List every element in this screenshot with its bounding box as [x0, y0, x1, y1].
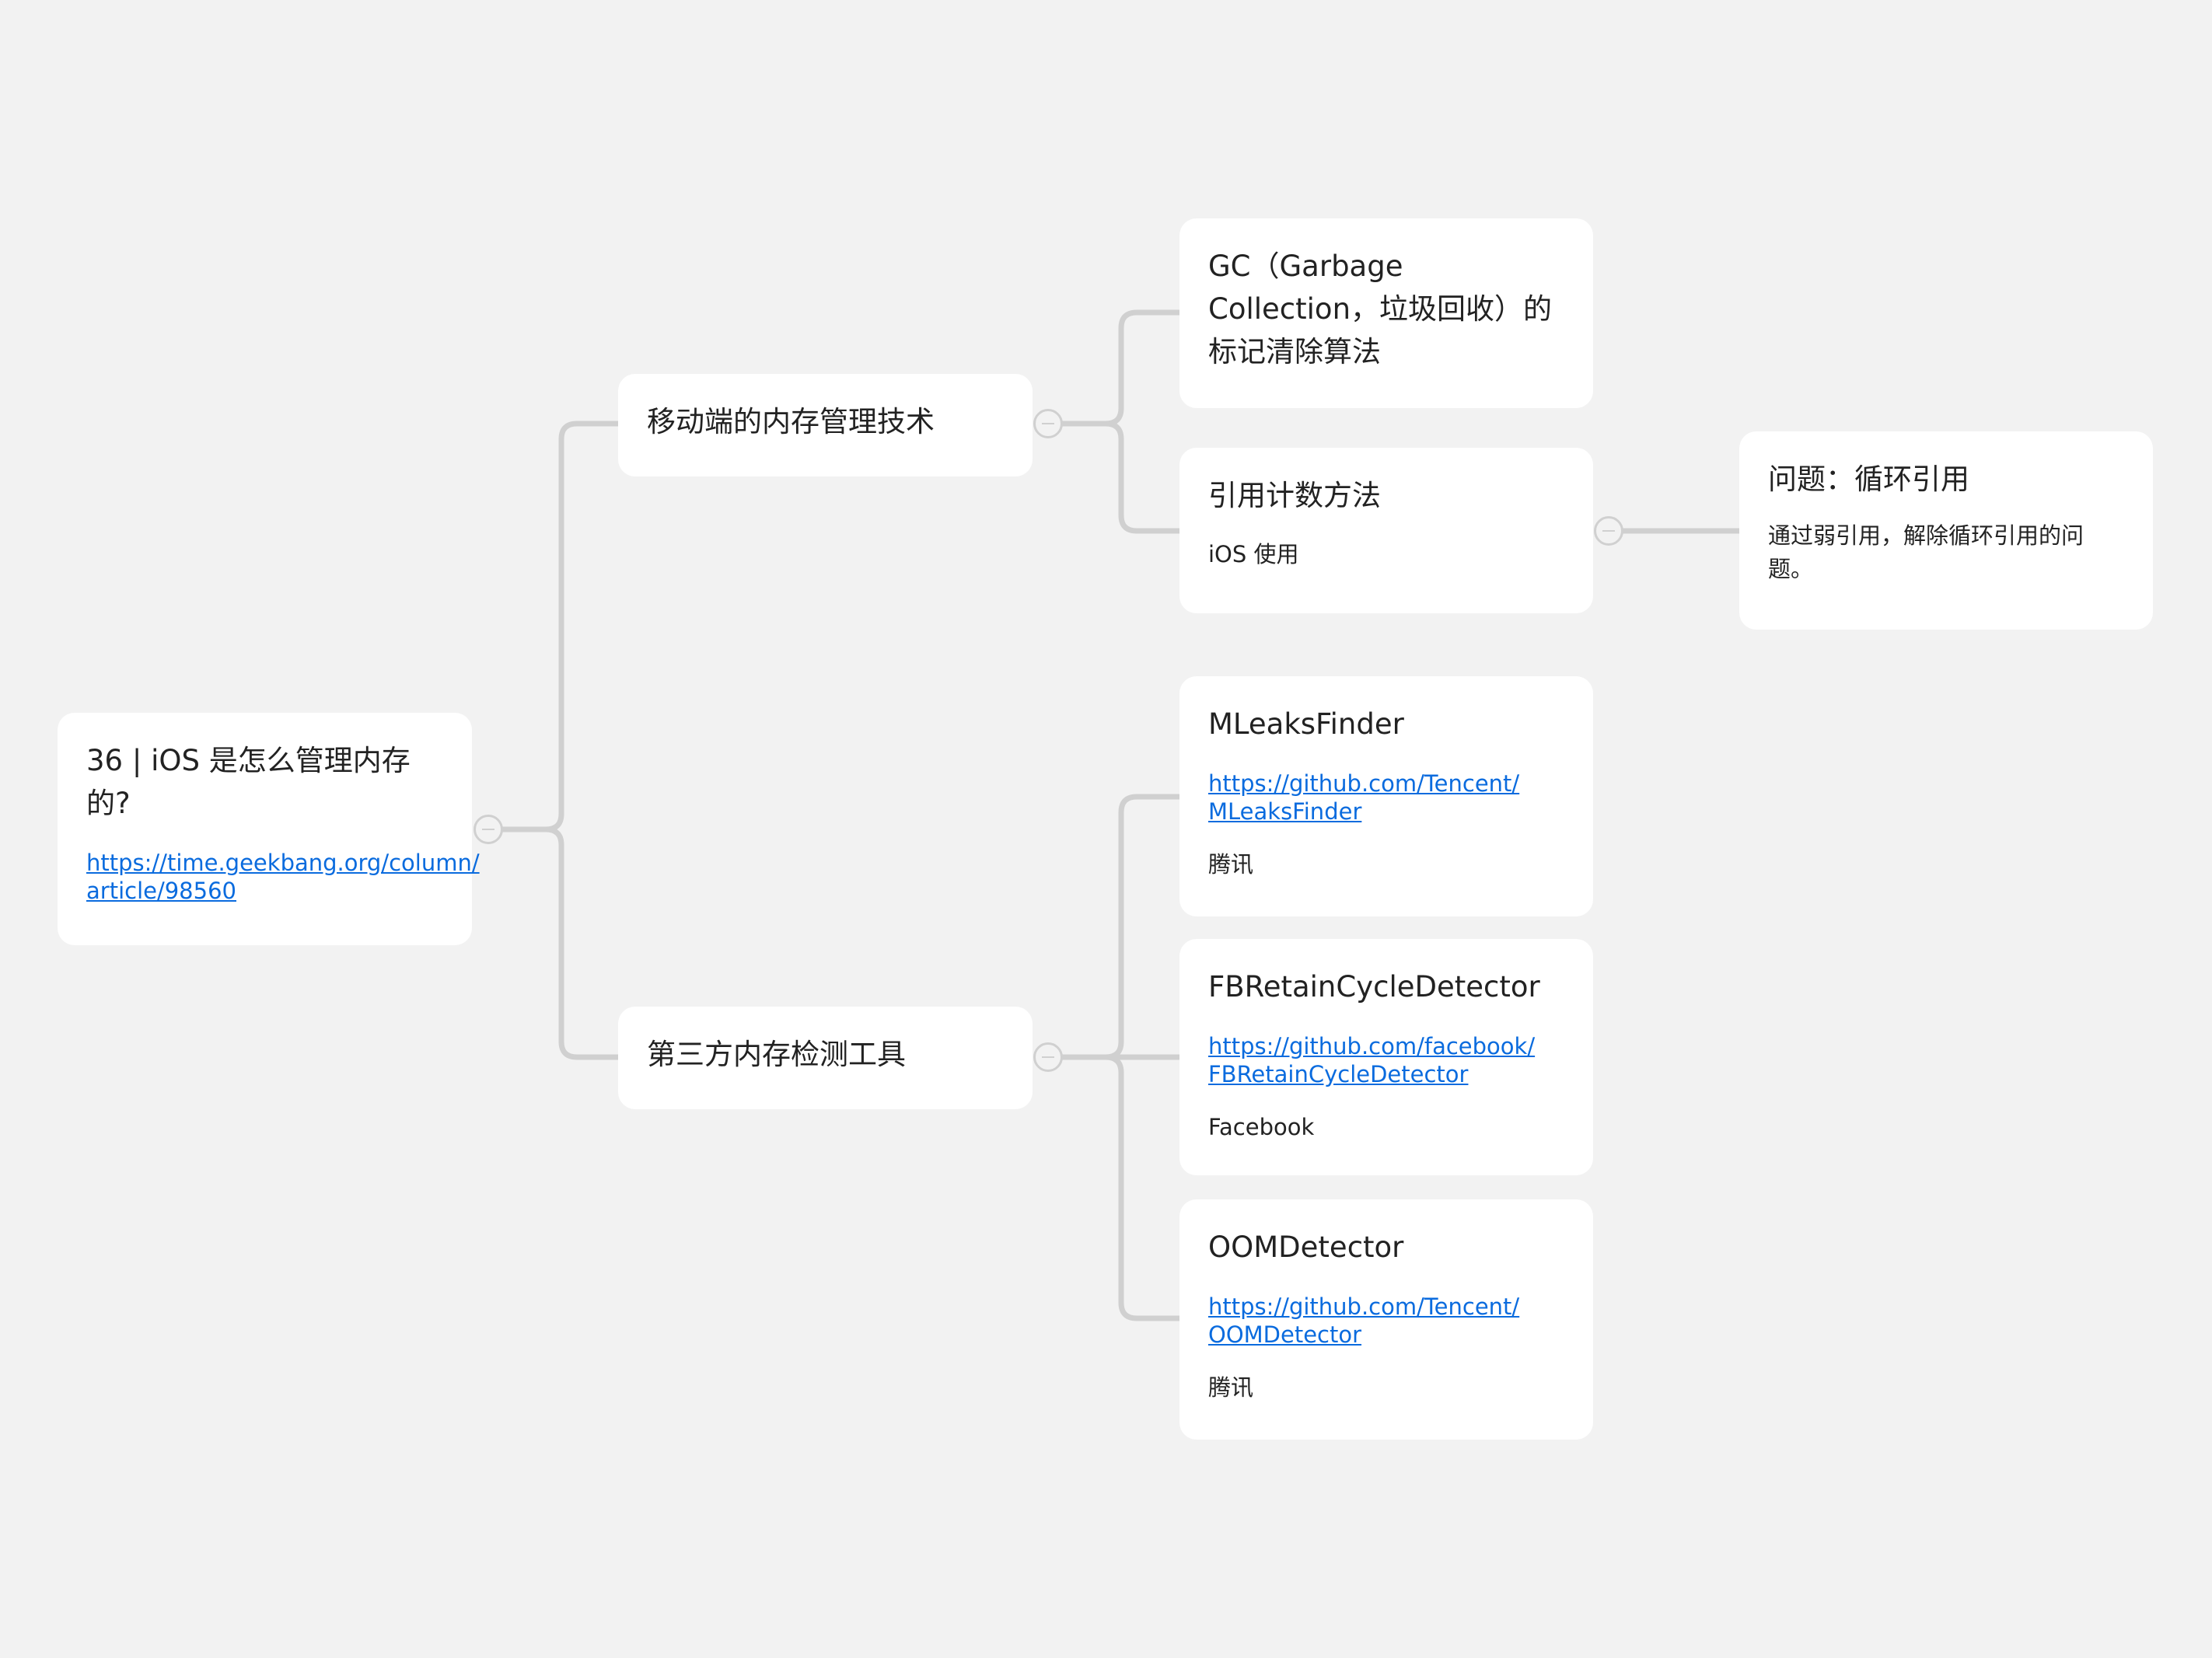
fbretain-link[interactable]: https://github.com/facebook/ FBRetainCyc…	[1208, 1033, 1536, 1087]
gc-title: GC（Garbage Collection，垃圾回收）的 标记清除算法	[1208, 250, 1553, 368]
refcount-node[interactable]: 引用计数方法 iOS 使用	[1179, 448, 1593, 613]
connector-root-to-memory-tech	[485, 421, 621, 832]
root-title: 36 | iOS 是怎么管理内存 的?	[86, 744, 411, 820]
oom-title: OOMDetector	[1208, 1230, 1404, 1264]
oom-note: 腾讯	[1208, 1374, 1254, 1401]
connector-memory-tech-to-gc	[1044, 309, 1183, 427]
memory-tech-collapse-toggle[interactable]	[1033, 409, 1063, 438]
memory-tech-title: 移动端的内存管理技术	[647, 405, 935, 438]
connector-tools-to-oom	[1044, 1054, 1183, 1321]
connector-memory-tech-to-refcount	[1044, 421, 1183, 534]
memory-tech-node[interactable]: 移动端的内存管理技术	[618, 374, 1033, 476]
mleaks-link[interactable]: https://github.com/Tencent/ MLeaksFinder	[1208, 770, 1520, 825]
mleaks-note: 腾讯	[1208, 851, 1254, 878]
mleaks-title: MLeaksFinder	[1208, 707, 1404, 741]
cycle-title: 问题：循环引用	[1768, 462, 1969, 496]
gc-node[interactable]: GC（Garbage Collection，垃圾回收）的 标记清除算法	[1179, 218, 1593, 408]
cycle-node[interactable]: 问题：循环引用 通过弱引用，解除循环引用的问 题。	[1739, 431, 2153, 630]
cycle-note: 通过弱引用，解除循环引用的问 题。	[1768, 522, 2084, 582]
tools-collapse-toggle[interactable]	[1033, 1042, 1063, 1072]
connector-root-to-tools	[485, 826, 621, 1060]
root-article-link[interactable]: https://time.geekbang.org/column/ articl…	[86, 850, 480, 904]
connector-tools-to-mleaks	[1044, 794, 1183, 1060]
tools-title: 第三方内存检测工具	[647, 1038, 906, 1071]
refcount-collapse-toggle[interactable]	[1594, 516, 1623, 546]
fbretain-note: Facebook	[1208, 1114, 1315, 1140]
tools-node[interactable]: 第三方内存检测工具	[618, 1007, 1033, 1109]
root-node[interactable]: 36 | iOS 是怎么管理内存 的? https://time.geekban…	[58, 713, 480, 945]
mleaks-node[interactable]: MLeaksFinder https://github.com/Tencent/…	[1179, 676, 1593, 916]
fbretain-node[interactable]: FBRetainCycleDetector https://github.com…	[1179, 939, 1593, 1175]
fbretain-title: FBRetainCycleDetector	[1208, 970, 1540, 1004]
refcount-note: iOS 使用	[1208, 541, 1299, 567]
oom-link[interactable]: https://github.com/Tencent/ OOMDetector	[1208, 1293, 1520, 1348]
oom-node[interactable]: OOMDetector https://github.com/Tencent/ …	[1179, 1199, 1593, 1440]
refcount-title: 引用计数方法	[1208, 479, 1381, 512]
root-collapse-toggle[interactable]	[474, 815, 503, 844]
